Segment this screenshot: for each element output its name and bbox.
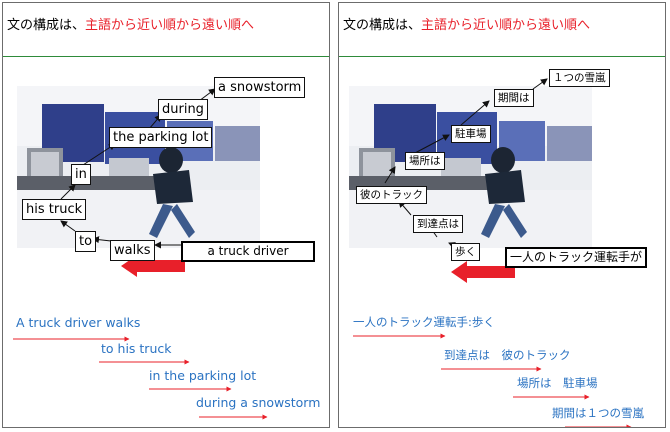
label-to-jp: 到達点は <box>413 215 463 233</box>
label-walks: walks <box>110 240 155 261</box>
label-the-parking-lot: the parking lot <box>109 127 213 148</box>
sentence-line-4: during a snowstorm <box>196 395 321 410</box>
sentence-line-3: in the parking lot <box>149 368 257 383</box>
label-one-snowstorm: １つの雪嵐 <box>549 69 610 87</box>
panel-title: 文の構成は、主語から近い順から遠い順へ <box>343 14 590 33</box>
label-his-truck-jp: 彼のトラック <box>356 186 427 204</box>
divider <box>3 56 329 57</box>
label-to: to <box>75 231 97 252</box>
divider <box>339 56 665 57</box>
title-prefix: 文の構成は、 <box>343 18 422 33</box>
title-highlight: 主語から近い順から遠い順へ <box>421 18 591 33</box>
label-during: during <box>158 99 208 120</box>
label-his-truck: his truck <box>22 199 87 220</box>
sentence-line-2: to his truck <box>101 341 172 356</box>
label-a-truck-driver: a truck driver <box>181 241 315 262</box>
panel-title: 文の構成は、主語から近い順から遠い順へ <box>7 14 254 33</box>
sentence-line-1: A truck driver walks <box>16 315 141 330</box>
sentence-line-2: 到達点は 彼のトラック <box>444 348 571 362</box>
label-in-jp: 場所は <box>405 152 445 170</box>
title-highlight: 主語から近い順から遠い順へ <box>85 18 255 33</box>
label-during-jp: 期間は <box>494 89 534 107</box>
japanese-panel: 文の構成は、主語から近い順から遠い順へ <box>338 2 666 428</box>
title-prefix: 文の構成は、 <box>7 18 86 33</box>
sentence-line-1: 一人のトラック運転手:歩く <box>353 315 495 329</box>
label-in: in <box>71 164 91 185</box>
english-panel: 文の構成は、主語から近い順から遠い順へ <box>2 2 330 428</box>
big-red-arrow <box>451 261 515 283</box>
label-parking-lot-jp: 駐車場 <box>451 125 491 143</box>
snowy-parking-lot-photo <box>17 86 260 248</box>
label-walks-jp: 歩く <box>451 243 480 261</box>
label-a-snowstorm: a snowstorm <box>214 77 306 98</box>
sentence-line-3: 場所は 駐車場 <box>517 376 598 390</box>
label-subject-jp: 一人のトラック運転手が <box>505 247 648 268</box>
sentence-line-4: 期間は１つの雪嵐 <box>552 406 644 420</box>
snowy-parking-lot-photo <box>349 86 592 248</box>
